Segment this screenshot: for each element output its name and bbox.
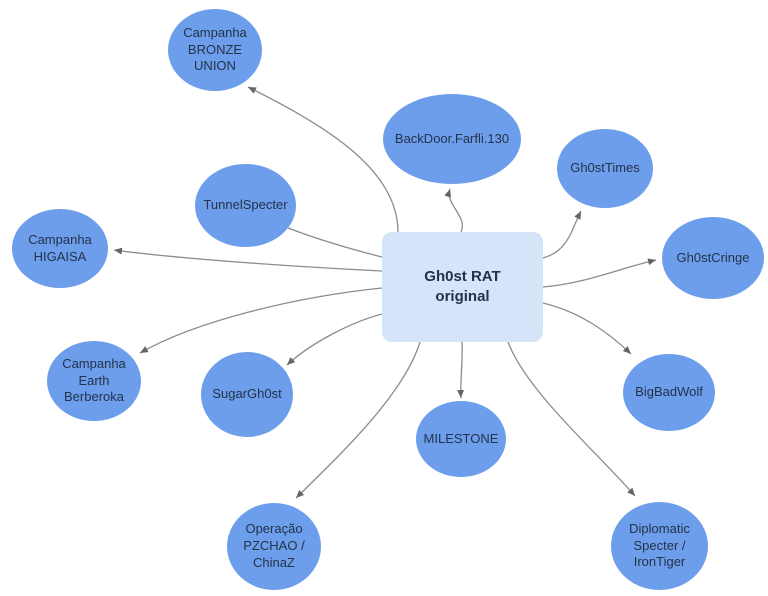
node-gh0sttimes: Gh0stTimes	[557, 129, 653, 208]
node-diplomatic-specter-irontiger: Diplomatic Specter / IronTiger	[611, 502, 708, 590]
node-label-gh0stcringe: Gh0stCringe	[676, 249, 750, 265]
node-sugargh0st: SugarGh0st	[201, 352, 293, 437]
center-node-label: Gh0st RAT original	[424, 267, 501, 305]
node-campanha-earth-berberoka: Campanha Earth Berberoka	[47, 341, 141, 421]
node-gh0stcringe: Gh0stCringe	[662, 217, 764, 299]
edge-center-to-bronze-union	[247, 86, 399, 233]
node-label-tunnelspecter: TunnelSpecter	[203, 197, 288, 213]
node-operacao-pzchao-chinaz: Operação PZCHAO / ChinaZ	[227, 503, 321, 590]
node-label-backdoor-farfli-130: BackDoor.Farfli.130	[394, 130, 510, 146]
node-label-campanha-higaisa: Campanha HIGAISA	[28, 231, 92, 264]
node-bigbadwolf: BigBadWolf	[623, 354, 715, 431]
edge-center-to-gh0stcringe	[542, 258, 657, 288]
edge-center-to-bigbadwolf	[542, 302, 632, 355]
edge-center-to-operacao	[295, 341, 421, 499]
node-milestone: MILESTONE	[416, 401, 506, 477]
node-label-milestone: MILESTONE	[423, 430, 499, 446]
node-backdoor-farfli-130: BackDoor.Farfli.130	[383, 94, 521, 184]
edge-center-to-backdoor	[444, 188, 463, 233]
node-label-bigbadwolf: BigBadWolf	[635, 384, 703, 400]
node-label-campanha-earth-berberoka: Campanha Earth Berberoka	[62, 355, 126, 405]
edge-center-to-higaisa	[113, 247, 383, 272]
edge-center-to-milestone	[457, 341, 465, 399]
node-label-sugargh0st: SugarGh0st	[212, 386, 282, 402]
node-gh0st-rat-original: Gh0st RAT original	[382, 232, 543, 342]
edge-center-to-sugargh0st	[286, 313, 383, 366]
node-label-campanha-bronze-union: Campanha BRONZE UNION	[183, 24, 247, 74]
node-campanha-higaisa: Campanha HIGAISA	[12, 209, 108, 288]
node-label-diplomatic-specter-irontiger: Diplomatic Specter / IronTiger	[629, 520, 690, 570]
node-tunnelspecter: TunnelSpecter	[195, 164, 296, 247]
edge-center-to-gh0sttimes	[542, 210, 582, 259]
node-campanha-bronze-union: Campanha BRONZE UNION	[168, 9, 262, 91]
edge-center-to-diplomatic	[507, 341, 636, 497]
node-label-gh0sttimes: Gh0stTimes	[570, 160, 640, 176]
edge-center-to-berberoka	[139, 287, 383, 354]
edge-center-to-tunnelspecter	[287, 227, 383, 258]
node-label-operacao-pzchao-chinaz: Operação PZCHAO / ChinaZ	[243, 521, 305, 570]
